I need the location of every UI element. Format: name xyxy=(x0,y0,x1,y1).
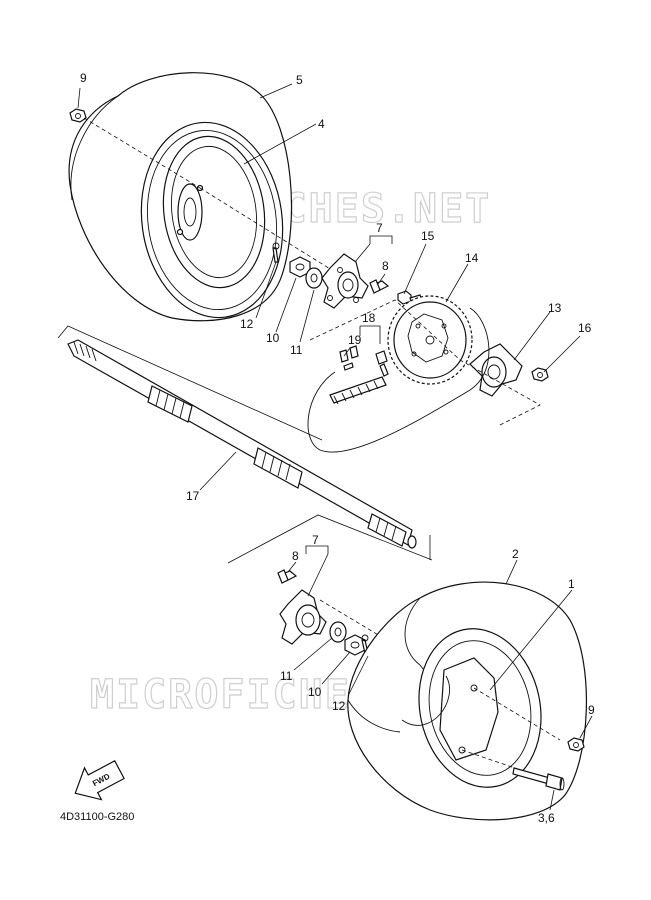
wheel-nut-lower xyxy=(567,737,585,752)
callout-8-upper: 8 xyxy=(382,259,389,273)
callout-16: 16 xyxy=(578,321,592,335)
rear-axle xyxy=(67,339,417,549)
callout-9-lower: 9 xyxy=(588,703,595,717)
wheel-hub-upper xyxy=(321,253,369,309)
wheel-lower xyxy=(401,628,542,788)
callout-17: 17 xyxy=(186,489,200,503)
wheel-stud xyxy=(512,767,565,791)
callout-1: 1 xyxy=(568,577,575,591)
drive-chain-loop xyxy=(307,307,490,453)
callout-2: 2 xyxy=(512,547,519,561)
callout-12-lower: 12 xyxy=(332,699,346,713)
callout-7-lower: 7 xyxy=(312,533,319,547)
hub-bolt-lower xyxy=(277,569,298,584)
axle-box-outline xyxy=(57,325,431,560)
callout-18: 18 xyxy=(362,311,376,325)
washer-upper xyxy=(305,267,323,289)
lower-hub-box-outline xyxy=(227,514,433,564)
leader-lines xyxy=(77,83,593,811)
callout-8-lower: 8 xyxy=(292,549,299,563)
sprocket-hub xyxy=(469,343,523,397)
callout-19: 19 xyxy=(348,333,362,347)
callout-3-6: 3,6 xyxy=(538,811,555,825)
cotter-pin-upper xyxy=(272,242,280,263)
callout-7-upper: 7 xyxy=(376,221,383,235)
callout-4: 4 xyxy=(318,117,325,131)
drive-chain-segment xyxy=(329,376,387,405)
master-link xyxy=(339,345,389,377)
callout-11-lower: 11 xyxy=(280,669,293,683)
chain-assembly-outline xyxy=(309,299,541,426)
callout-9-upper: 9 xyxy=(80,71,87,85)
callout-12-upper: 12 xyxy=(240,317,254,331)
fwd-arrow-icon: FWD xyxy=(74,760,125,801)
wheel-nut-upper xyxy=(69,108,87,123)
callout-10-lower: 10 xyxy=(308,685,322,699)
callout-10-upper: 10 xyxy=(266,331,280,345)
diagram-code: 4D31100-G280 xyxy=(60,811,134,823)
wheel-hub-lower xyxy=(279,589,327,645)
washer-lower xyxy=(329,621,347,643)
callout-5: 5 xyxy=(296,73,303,87)
callout-15: 15 xyxy=(421,229,435,243)
callout-11-upper: 11 xyxy=(290,343,303,357)
callout-13: 13 xyxy=(548,301,562,315)
callout-14: 14 xyxy=(465,251,479,265)
hub-nut xyxy=(531,367,549,382)
hub-bolt-upper xyxy=(369,279,390,294)
sprocket xyxy=(387,295,473,385)
